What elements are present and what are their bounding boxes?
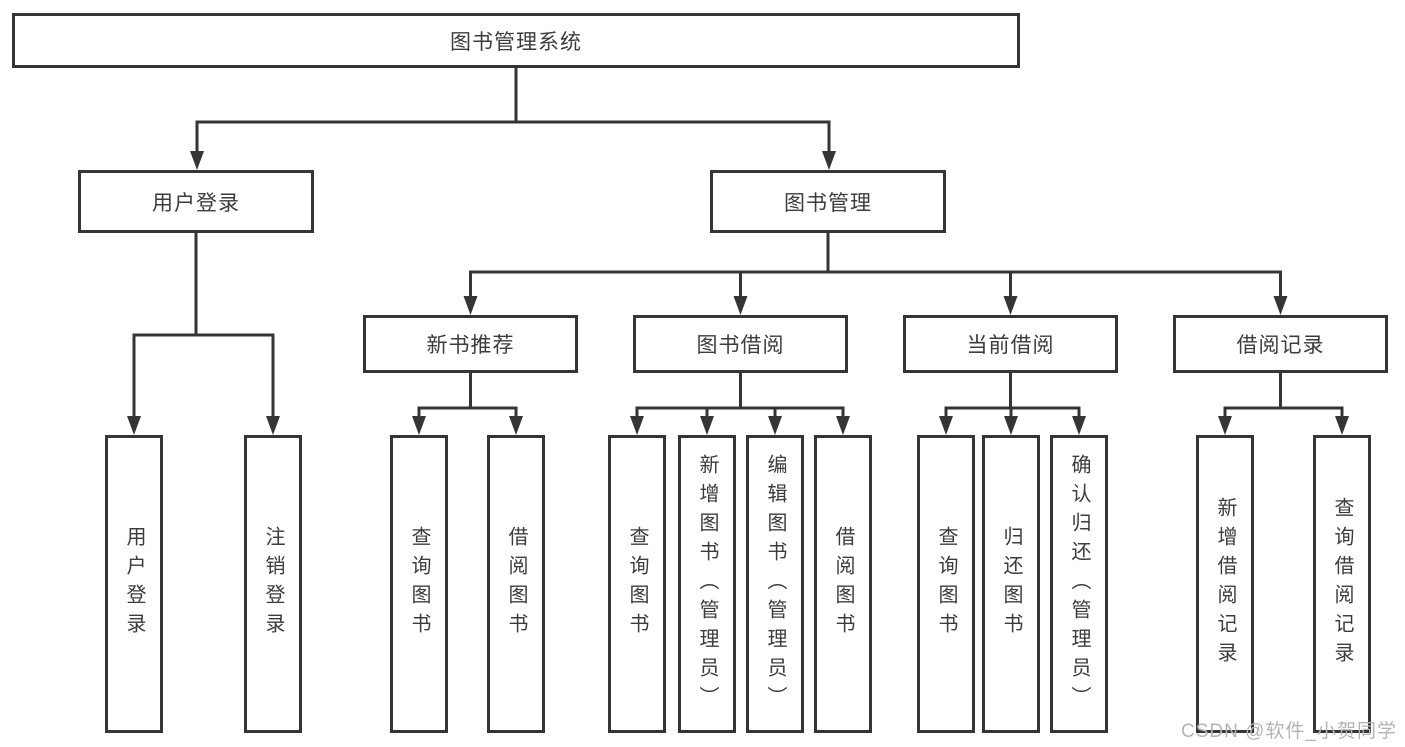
node-label: 图书借阅: [696, 334, 785, 357]
leaf-label: 查询图书: [626, 526, 648, 642]
node-current-borrowing: 当前借阅: [903, 315, 1118, 373]
leaf-edit-book-admin: 编辑图书（管理员）: [746, 435, 804, 733]
leaf-label: 编辑图书（管理员）: [764, 453, 786, 715]
node-borrowing-records: 借阅记录: [1173, 315, 1388, 373]
leaf-add-borrow-record: 新增借阅记录: [1196, 435, 1254, 733]
node-label: 用户登录: [152, 191, 240, 215]
leaf-user-login: 用户登录: [105, 435, 163, 733]
leaf-label: 注销登录: [262, 526, 284, 642]
node-label: 图书管理: [784, 191, 872, 215]
leaf-query-books-borrowing: 查询图书: [608, 435, 666, 733]
leaf-label: 查询图书: [408, 526, 430, 642]
node-label: 借阅记录: [1236, 334, 1325, 357]
node-book-management: 图书管理: [710, 170, 946, 233]
watermark-csdn: CSDN @软件_小贺同学: [1181, 721, 1397, 742]
node-label: 新书推荐: [426, 334, 515, 357]
leaf-logout: 注销登录: [244, 435, 302, 733]
leaf-label: 新增图书（管理员）: [696, 453, 718, 715]
leaf-label: 新增借阅记录: [1214, 497, 1236, 671]
leaf-label: 用户登录: [123, 526, 145, 642]
leaf-return-book: 归还图书: [982, 435, 1040, 733]
node-user-login: 用户登录: [78, 170, 314, 233]
node-label: 图书管理系统: [450, 30, 582, 54]
leaf-label: 确认归还（管理员）: [1068, 453, 1090, 715]
leaf-label: 归还图书: [1000, 526, 1022, 642]
leaf-query-borrow-record: 查询借阅记录: [1313, 435, 1371, 733]
leaf-query-books-recommendation: 查询图书: [390, 435, 448, 733]
leaf-label: 查询图书: [935, 526, 957, 642]
leaf-query-books-current: 查询图书: [917, 435, 975, 733]
node-new-book-recommendation: 新书推荐: [363, 315, 578, 373]
node-book-borrowing: 图书借阅: [633, 315, 848, 373]
leaf-confirm-return-admin: 确认归还（管理员）: [1050, 435, 1108, 733]
leaf-label: 借阅图书: [832, 526, 854, 642]
leaf-label: 借阅图书: [505, 526, 527, 642]
node-label: 当前借阅: [966, 334, 1055, 357]
leaf-borrow-books-borrowing: 借阅图书: [814, 435, 872, 733]
leaf-label: 查询借阅记录: [1331, 497, 1353, 671]
leaf-borrow-books-recommendation: 借阅图书: [487, 435, 545, 733]
node-library-management-system: 图书管理系统: [12, 13, 1020, 68]
leaf-add-book-admin: 新增图书（管理员）: [678, 435, 736, 733]
